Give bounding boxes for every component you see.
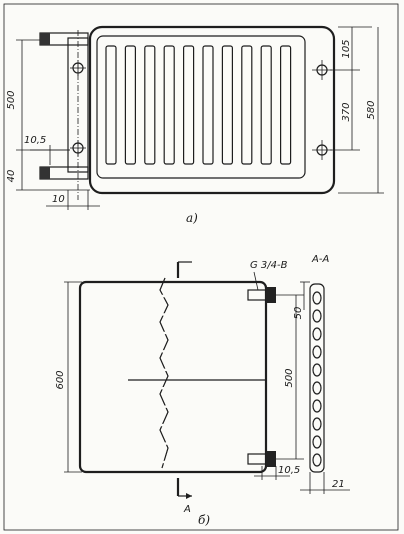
outlet-pipe-bottom-end	[40, 167, 50, 179]
fitting-top-nut	[266, 287, 276, 303]
figure-b-panel-coil: А G 3/4-B 600 500 50 10,5	[55, 254, 350, 527]
section-cut-top	[176, 261, 192, 278]
caption-b: б)	[198, 513, 210, 527]
section-channel	[312, 309, 322, 323]
section-channel	[312, 399, 322, 413]
inlet-pipe-top-end	[40, 33, 50, 45]
section-channel	[312, 345, 322, 359]
radiator-slot	[163, 45, 175, 165]
radiator-slot	[144, 45, 156, 165]
dim-10-a: 10	[46, 190, 100, 210]
radiator-slot	[241, 45, 253, 165]
dim-10-5-a-label: 10,5	[24, 135, 46, 146]
dim-10-5-b-label: 10,5	[278, 465, 300, 476]
section-channel	[312, 381, 322, 395]
section-channel	[312, 435, 322, 449]
mount-hole-right-top	[312, 60, 332, 80]
section-mark-label: А	[183, 504, 191, 515]
mount-hole-left-top	[70, 60, 86, 76]
section-channel	[312, 327, 322, 341]
dim-370-a-label: 370	[341, 102, 352, 121]
fitting-bottom-nut	[266, 451, 276, 467]
section-channel	[312, 291, 322, 305]
mount-hole-left-bottom	[70, 140, 86, 156]
section-aa-profile	[309, 283, 325, 473]
radiator-slot	[202, 45, 214, 165]
dim-500-a: 500	[6, 39, 70, 151]
dim-50-b: 50	[293, 281, 310, 320]
radiator-b-body	[78, 280, 268, 474]
section-channel	[312, 453, 322, 467]
radiator-slot	[105, 45, 117, 165]
figure-a-panel-radiator: 500 40 10,5 10 105 370	[6, 25, 384, 225]
section-channel	[312, 417, 322, 431]
dim-105-a-label: 105	[341, 39, 352, 58]
dim-500-a-label: 500	[6, 90, 17, 109]
dim-10-5-b: 10,5	[254, 465, 300, 480]
dim-105-a: 105	[330, 26, 372, 71]
radiator-slot	[124, 45, 137, 165]
dim-600-b: 600	[55, 281, 82, 473]
radiator-slot	[183, 45, 195, 165]
dim-50-b-label: 50	[293, 307, 304, 320]
dim-600-b-label: 600	[55, 370, 66, 389]
mount-hole-right-bottom	[312, 140, 332, 160]
dim-10-a-label: 10	[52, 194, 65, 205]
page-frame	[3, 3, 399, 531]
dim-500-b: 500	[276, 294, 304, 460]
dim-580-a: 580	[338, 27, 384, 194]
section-channel	[312, 363, 322, 377]
radiator-slot	[280, 45, 292, 165]
dim-10-5-a: 10,5	[24, 135, 70, 165]
dim-370-a: 370	[330, 70, 360, 151]
dim-21-b: 21	[300, 472, 350, 494]
radiator-b-coils	[90, 294, 256, 464]
radiator-a-body	[88, 25, 336, 195]
radiator-a-inner-frame	[96, 35, 306, 179]
thread-leader	[253, 271, 259, 291]
break-line	[159, 277, 169, 469]
section-aa-label: А-А	[311, 254, 329, 265]
radiator-a-slots	[105, 45, 292, 165]
dim-580-a-label: 580	[366, 100, 377, 119]
dim-21-b-label: 21	[332, 479, 345, 490]
dim-40-a-label: 40	[6, 170, 17, 183]
radiator-slot	[260, 45, 272, 165]
dim-40-a: 40	[6, 150, 90, 191]
dim-500-b-label: 500	[284, 368, 295, 387]
thread-label: G 3/4-B	[250, 260, 288, 271]
caption-a: а)	[186, 211, 198, 225]
radiator-slot	[221, 45, 233, 165]
section-cut-bottom	[176, 478, 192, 499]
section-aa-channels	[312, 291, 322, 467]
